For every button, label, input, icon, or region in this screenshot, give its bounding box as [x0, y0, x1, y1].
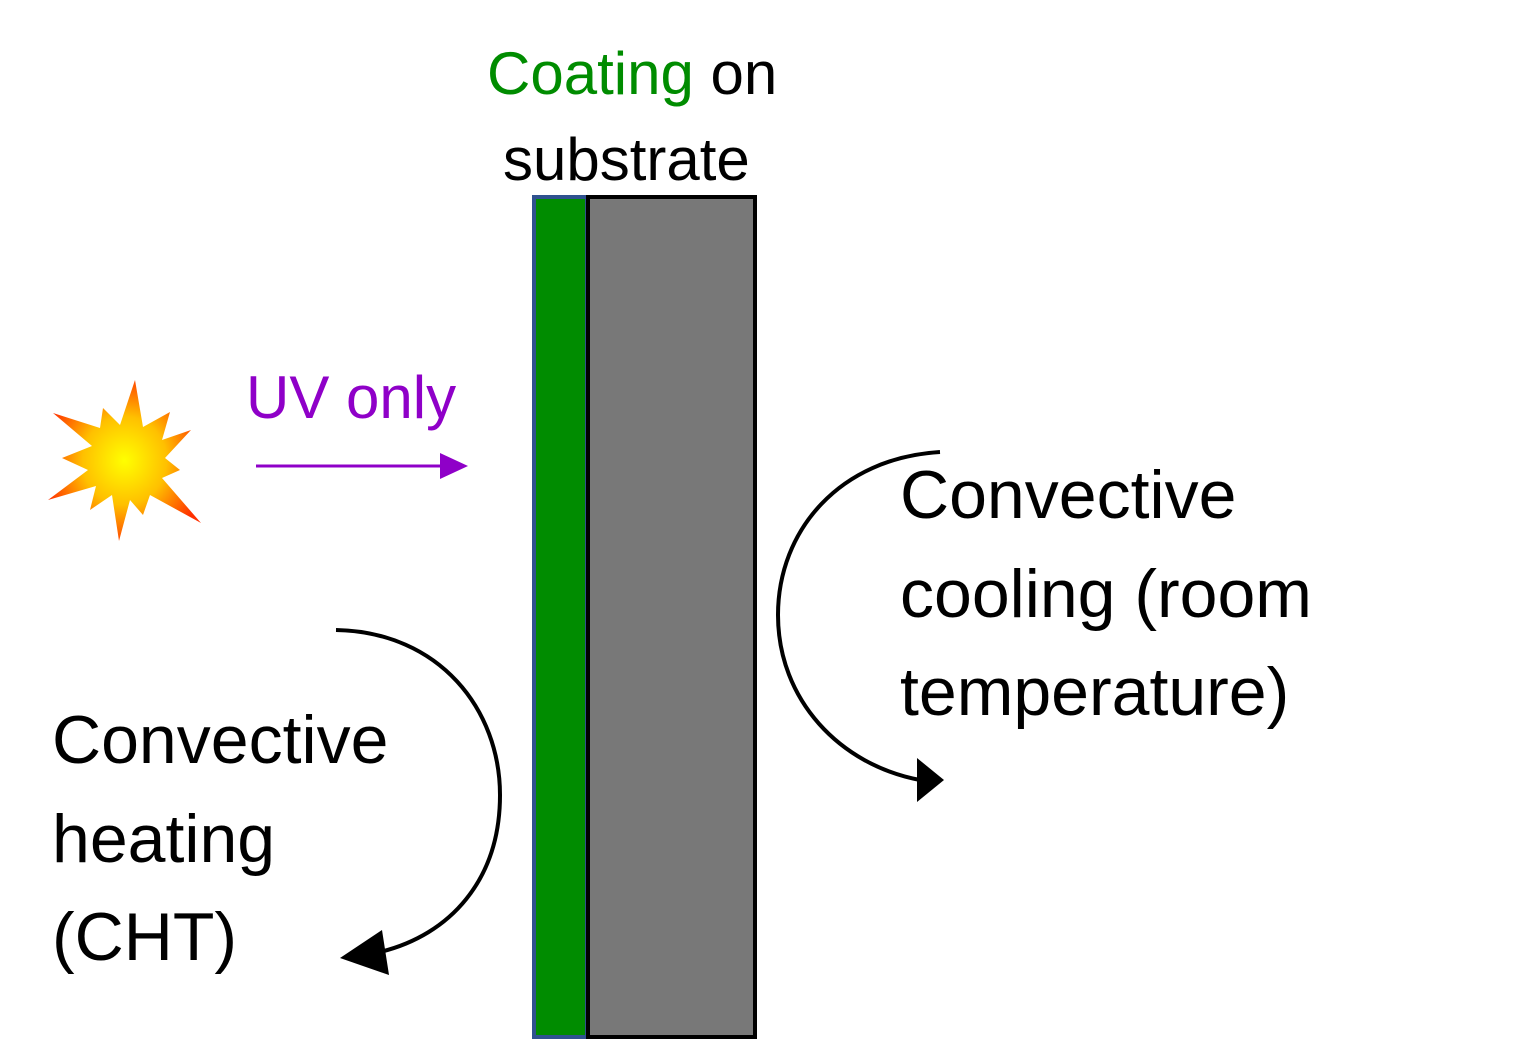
- cooling-line-1: Convective: [900, 457, 1236, 533]
- sun-burst-icon: [48, 380, 201, 541]
- heating-arrow: [335, 628, 503, 975]
- heating-line-3: (CHT): [52, 899, 237, 975]
- coating-layer: [532, 195, 589, 1039]
- heating-label: Convective heating (CHT): [52, 702, 388, 975]
- uv-label: UV only: [246, 364, 456, 431]
- cooling-line-2: cooling (room: [900, 556, 1312, 632]
- substrate-word: substrate: [503, 126, 750, 193]
- title-line-1: Coating on: [487, 40, 777, 107]
- heating-line-1: Convective: [52, 702, 388, 778]
- on-word: on: [694, 40, 777, 107]
- heating-line-2: heating: [52, 801, 275, 877]
- substrate-layer: [586, 195, 757, 1039]
- cooling-label: Convective cooling (room temperature): [900, 457, 1312, 730]
- coating-word: Coating: [487, 40, 694, 107]
- cooling-arrow: [775, 450, 944, 802]
- cooling-line-3: temperature): [900, 654, 1289, 730]
- uv-arrow: [256, 453, 468, 479]
